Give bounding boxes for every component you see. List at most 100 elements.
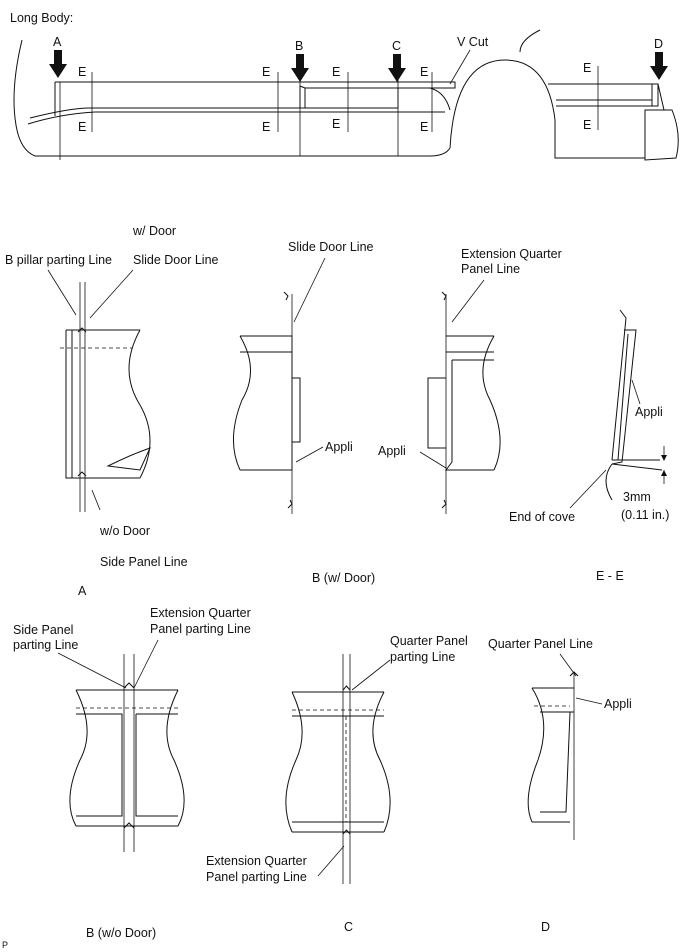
detail-b-without-door: Side Panel parting Line Extension Quarte… (13, 606, 251, 940)
appli-section (611, 329, 637, 465)
break-line (372, 691, 391, 833)
ext-quarter-parting-label-1: Extension Quarter (150, 606, 251, 620)
end-of-cove-label: End of cove (509, 510, 575, 524)
caption-a: A (78, 584, 87, 598)
cove-curve (605, 463, 613, 501)
marker-c: C (388, 39, 406, 82)
quarter-panel-line-label: Quarter Panel Line (488, 637, 593, 651)
section-e-e: Appli End of cove 3mm (0.11 in.) E - E (509, 309, 669, 583)
section-e-label: E (262, 65, 270, 79)
leader-side-panel-parting (57, 652, 127, 689)
arrow-down-icon (650, 52, 668, 80)
leader-slide-door-b (293, 257, 326, 323)
marker-a: A (49, 35, 67, 78)
rear-corner-edge (657, 83, 665, 111)
caption-b-with-door: B (w/ Door) (312, 571, 375, 585)
section-e-label: E (332, 65, 340, 79)
section-e-label: E (332, 117, 340, 131)
arrow-down-icon (291, 54, 309, 82)
rear-quarter-band (548, 83, 659, 107)
appli-label-e: Appli (635, 405, 663, 419)
leader-appli-d (575, 697, 603, 705)
slide-door-line-label-a: Slide Door Line (133, 253, 219, 267)
molding-flange (292, 377, 301, 443)
side-band-top (55, 81, 456, 89)
section-marks-e: E E E E E E E E E E (78, 61, 599, 134)
marker-d: D (650, 37, 668, 80)
section-e-label: E (78, 65, 86, 79)
side-panel-line-label: Side Panel Line (100, 555, 188, 569)
section-e-label: E (583, 118, 591, 132)
front-bumper-outline (13, 39, 36, 157)
side-panel-parting-label-2: parting Line (13, 638, 78, 652)
side-panel-parting-label-1: Side Panel (13, 623, 73, 637)
caption-d: D (541, 920, 550, 934)
leader-end-of-cove (569, 469, 607, 509)
leader-b-pillar (47, 269, 77, 316)
detail-b-with-door: Slide Door Line Appli B (w/ Door) (232, 240, 375, 585)
svg-text:D: D (654, 37, 663, 51)
caption-e-e: E - E (596, 569, 624, 583)
break-line (232, 335, 251, 471)
svg-text:A: A (53, 35, 62, 49)
v-cut-label: V Cut (457, 35, 489, 49)
leader-appli-e (631, 379, 641, 405)
dimension-in-label: (0.11 in.) (621, 508, 669, 522)
quarter-panel-parting-label-1: Quarter Panel (390, 634, 468, 648)
appli-label-d: Appli (604, 697, 632, 711)
section-e-label: E (420, 120, 428, 134)
ext-quarter-label-2: Panel Line (461, 262, 520, 276)
side-molding-front (29, 86, 301, 119)
break-line (69, 689, 88, 827)
leader-ext-quarter (451, 279, 485, 323)
leader-slide-door-a (89, 269, 134, 319)
title-long-body: Long Body: (10, 11, 73, 25)
appli-label-b: Appli (325, 440, 353, 454)
ext-quarter-parting-bottom-label-1: Extension Quarter (206, 854, 307, 868)
with-door-label: w/ Door (132, 224, 176, 238)
section-e-label: E (420, 65, 428, 79)
rear-wheel-arch (449, 59, 556, 149)
side-view-drawing: Long Body: (10, 11, 679, 161)
break-line (527, 687, 545, 823)
slide-door-line-label-b: Slide Door Line (288, 240, 374, 254)
break-line (482, 335, 501, 471)
molding-b-joint (299, 85, 306, 109)
detail-extension-quarter: Extension Quarter Panel Line Appli (378, 247, 562, 514)
rear-roof-curve (519, 29, 541, 53)
leader-quarter-panel-parting (351, 659, 391, 691)
rear-body-lower (554, 120, 645, 159)
molding-end-taper (106, 447, 151, 471)
without-door-label: w/o Door (99, 524, 150, 538)
section-e-label: E (262, 120, 270, 134)
arrow-down-icon (388, 54, 406, 82)
marker-b: B (291, 39, 309, 82)
break-line (285, 691, 303, 833)
section-e-label: E (583, 61, 591, 75)
caption-b-without-door: B (w/o Door) (86, 926, 156, 940)
ext-quarter-parting-bottom-label-2: Panel parting Line (206, 870, 307, 884)
leader-ext-quarter-parting-bottom (317, 845, 345, 877)
leader-appli-c (419, 451, 447, 469)
dimension-arrow-icon (661, 455, 667, 461)
side-molding-lower (27, 111, 400, 125)
body-lower-outline (35, 147, 451, 157)
b-pillar-parting-label: B pillar parting Line (5, 253, 112, 267)
leader-appli-b (295, 446, 324, 463)
quarter-panel-parting-label-2: parting Line (390, 650, 455, 664)
panel-section-outer (611, 309, 627, 461)
detail-a: w/ Door B pillar parting Line Slide Door… (5, 224, 219, 598)
leader-wo-door (91, 489, 101, 511)
section-e-label: E (78, 120, 86, 134)
corner-mark: P (2, 940, 8, 950)
molding-flange (427, 377, 446, 449)
dimension-mm-label: 3mm (623, 490, 651, 504)
appli-label-c: Appli (378, 444, 406, 458)
rear-bumper (644, 109, 679, 161)
svg-text:B: B (295, 39, 303, 53)
arrow-down-icon (49, 50, 67, 78)
ext-quarter-parting-label-2: Panel parting Line (150, 622, 251, 636)
svg-text:C: C (392, 39, 401, 53)
break-line (166, 689, 185, 827)
